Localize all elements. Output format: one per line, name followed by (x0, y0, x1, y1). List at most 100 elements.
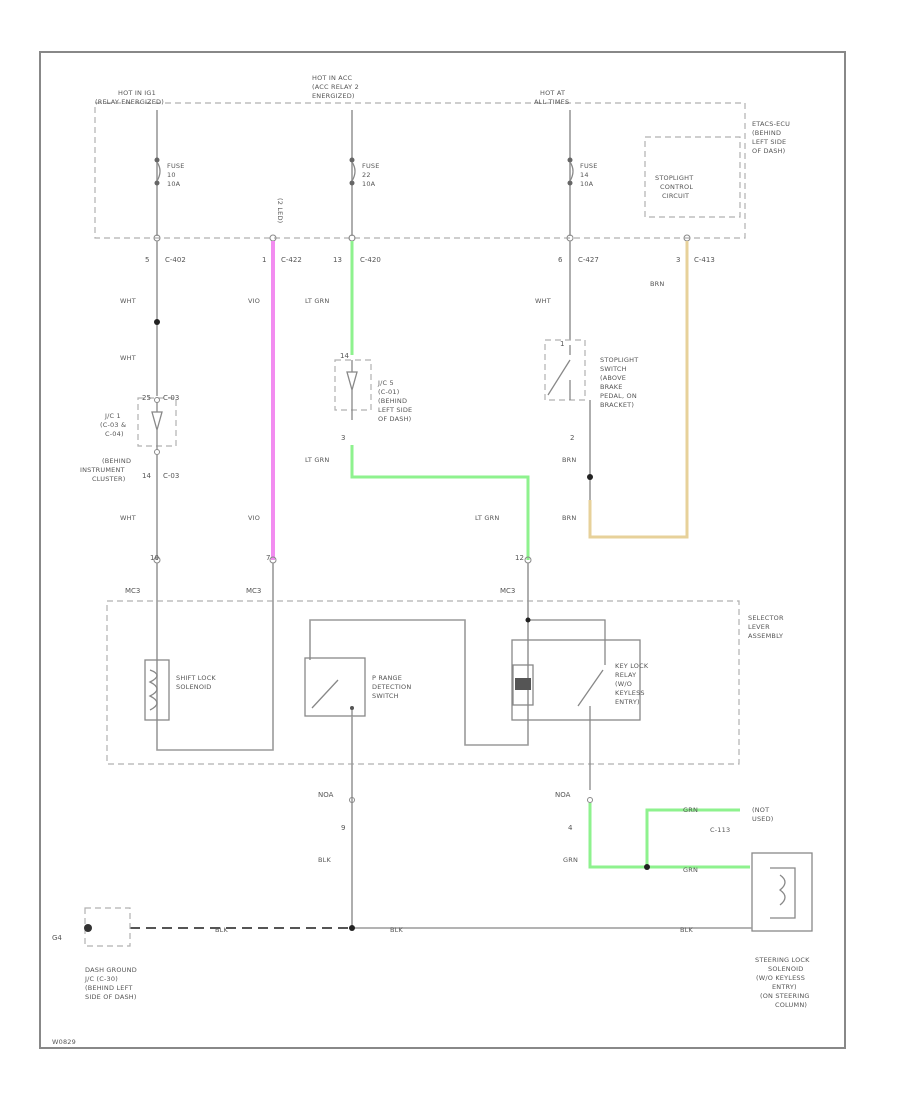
wire-label-blk: BLK (215, 926, 228, 934)
splice-dot (349, 925, 355, 931)
selector-label: SELECTOR LEVER ASSEMBLY (748, 614, 784, 640)
wire-label-vio: VIO (248, 297, 260, 305)
svg-text:12: 12 (515, 554, 524, 562)
svg-text:MC3: MC3 (500, 587, 515, 595)
selector-lever-box (106, 600, 740, 765)
svg-text:RELAY: RELAY (615, 671, 636, 679)
svg-text:10: 10 (167, 171, 176, 179)
shift-lock-circuit (156, 563, 274, 751)
svg-text:FUSE: FUSE (167, 162, 185, 170)
fuse-a-label: FUSE 10 10A (167, 162, 185, 188)
jc5-label: J/C 5 (C-01) (BEHIND LEFT SIDE OF DASH) (377, 379, 412, 423)
steering-lock-label: STEERING LOCK SOLENOID (W/O KEYLESS ENTR… (755, 956, 810, 1009)
wire-label-lt-grn: LT GRN (475, 514, 499, 522)
jc5-box (334, 359, 372, 411)
ground-icon (84, 924, 92, 932)
svg-text:CLUSTER): CLUSTER) (92, 475, 125, 483)
etacs-ecu-label: ETACS-ECU (BEHIND LEFT SIDE OF DASH) (752, 120, 790, 155)
svg-text:OF DASH): OF DASH) (378, 415, 411, 423)
svg-text:SIDE OF DASH): SIDE OF DASH) (85, 993, 137, 1001)
p-range-switch (304, 657, 366, 717)
etacs-ecu-box (94, 102, 746, 239)
svg-text:SHIFT LOCK: SHIFT LOCK (176, 674, 216, 682)
svg-text:(ACC RELAY 2: (ACC RELAY 2 (312, 83, 359, 91)
hot-ig1-label: HOT IN IG1 (RELAY ENERGIZED) (95, 89, 164, 106)
svg-text:C-04): C-04) (105, 430, 124, 438)
svg-text:C-422: C-422 (281, 256, 302, 264)
svg-text:(ON STEERING: (ON STEERING (760, 992, 810, 1000)
svg-text:C-420: C-420 (360, 256, 381, 264)
svg-text:CONTROL: CONTROL (660, 183, 693, 191)
svg-text:HOT IN ACC: HOT IN ACC (312, 74, 353, 82)
connector-c113: C-113 (710, 826, 730, 834)
not-used-label: (NOT USED) (752, 806, 773, 823)
wire-label-brn: BRN (562, 514, 576, 522)
fuse-c-symbol (567, 157, 574, 186)
svg-text:3: 3 (676, 256, 680, 264)
svg-text:C-03: C-03 (163, 394, 179, 402)
wire-label-grn: GRN (683, 866, 698, 874)
svg-text:C-402: C-402 (165, 256, 186, 264)
svg-text:BRACKET): BRACKET) (600, 401, 634, 409)
svg-text:J/C (C-30): J/C (C-30) (84, 975, 118, 983)
svg-text:SWITCH: SWITCH (600, 365, 627, 373)
svg-text:10A: 10A (362, 180, 376, 188)
svg-text:C-03: C-03 (163, 472, 179, 480)
svg-text:14: 14 (580, 171, 589, 179)
svg-text:ENERGIZED): ENERGIZED) (312, 92, 355, 100)
hot-all-label: HOT AT ALL TIMES (534, 89, 569, 106)
svg-text:DETECTION: DETECTION (372, 683, 411, 691)
svg-text:9: 9 (341, 824, 345, 832)
fuse-b-label: FUSE 22 10A (362, 162, 379, 188)
p-range-label: P RANGE DETECTION SWITCH (372, 674, 411, 700)
svg-text:SOLENOID: SOLENOID (176, 683, 211, 691)
wire-label-brn: BRN (562, 456, 576, 464)
svg-text:COLUMN): COLUMN) (775, 1001, 807, 1009)
wire-label-wht: WHT (120, 514, 136, 522)
jc5-pin: 14 (340, 352, 349, 360)
wire-label-blk: BLK (680, 926, 693, 934)
svg-text:C-427: C-427 (578, 256, 599, 264)
wire-label-brn: BRN (650, 280, 664, 288)
svg-text:SWITCH: SWITCH (372, 692, 399, 700)
svg-text:(ABOVE: (ABOVE (600, 374, 626, 382)
svg-text:LEVER: LEVER (748, 623, 770, 631)
svg-text:PEDAL, ON: PEDAL, ON (600, 392, 637, 400)
lt-grn-wire-lower (350, 445, 530, 560)
svg-text:BRAKE: BRAKE (600, 383, 623, 391)
relay-coil (512, 664, 534, 706)
splice-dot (587, 474, 593, 480)
wire-label-wht: WHT (535, 297, 551, 305)
svg-text:KEYLESS: KEYLESS (615, 689, 645, 697)
svg-text:CIRCUIT: CIRCUIT (662, 192, 689, 200)
svg-text:J/C 1: J/C 1 (104, 412, 121, 420)
jc1-label: J/C 1 (C-03 & C-04) (BEHIND INSTRUMENT C… (80, 412, 131, 483)
svg-text:INSTRUMENT: INSTRUMENT (80, 466, 125, 474)
mc3-connectors: 10 MC3 7 MC3 12 MC3 (125, 554, 532, 595)
fuse-a-symbol (154, 157, 161, 186)
wire-label-wht: WHT (120, 297, 136, 305)
svg-text:7: 7 (266, 554, 270, 562)
splice-dot (644, 864, 650, 870)
svg-text:(NOT: (NOT (752, 806, 769, 814)
wire-label-blk: BLK (318, 856, 331, 864)
hot-acc-label: HOT IN ACC (ACC RELAY 2 ENERGIZED) (312, 74, 359, 100)
svg-text:HOT IN IG1: HOT IN IG1 (118, 89, 156, 97)
svg-text:(C-03 &: (C-03 & (100, 421, 126, 429)
svg-text:ASSEMBLY: ASSEMBLY (748, 632, 783, 640)
shift-lock-label: SHIFT LOCK SOLENOID (176, 674, 216, 691)
svg-text:DASH GROUND: DASH GROUND (85, 966, 137, 974)
diagram-border (39, 51, 846, 1049)
svg-text:KEY LOCK: KEY LOCK (615, 662, 649, 670)
svg-text:(BEHIND: (BEHIND (102, 457, 131, 465)
ground-id: G4 (52, 934, 62, 942)
svg-text:5: 5 (145, 256, 149, 264)
svg-text:MC3: MC3 (125, 587, 140, 595)
jc5-symbol (346, 360, 358, 420)
svg-text:10: 10 (150, 554, 159, 562)
svg-text:P RANGE: P RANGE (372, 674, 402, 682)
stoplight-control-box (644, 136, 741, 218)
fuse-c-label: FUSE 14 10A (580, 162, 597, 188)
